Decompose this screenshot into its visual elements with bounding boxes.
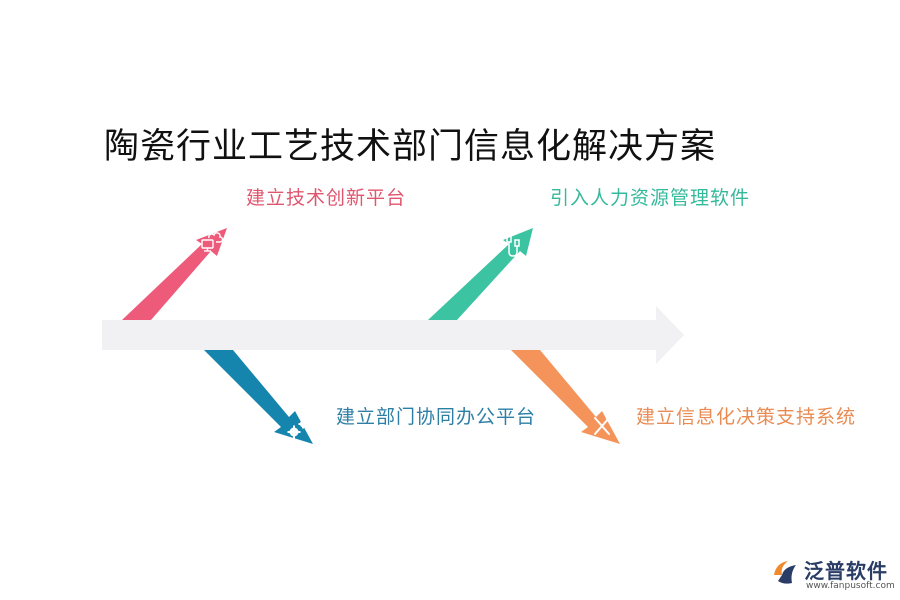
branch-label-decision-support: 建立信息化决策支持系统 <box>636 406 857 428</box>
branch-arrow-technology-innovation <box>122 228 227 320</box>
brand-logo: 泛普软件 www.fanpusoft.com <box>770 553 895 597</box>
brand-mark-icon <box>774 561 796 584</box>
usb-cable-icon <box>506 235 520 257</box>
page-title: 陶瓷行业工艺技术部门信息化解决方案 <box>104 127 717 167</box>
spine-arrow <box>102 306 684 364</box>
cloud-computer-icon <box>201 232 224 252</box>
branch-label-hr-software: 引入人力资源管理软件 <box>550 187 751 209</box>
branch-arrow-decision-support <box>511 350 620 444</box>
branch-label-technology-innovation: 建立技术创新平台 <box>246 187 407 209</box>
branch-arrow-hr-software <box>428 228 533 320</box>
brand-name: 泛普软件 <box>804 559 888 583</box>
tools-icon <box>594 414 613 435</box>
branch-label-collaborative-office: 建立部门协同办公平台 <box>336 406 537 428</box>
brand-url: www.fanpusoft.com <box>806 581 895 591</box>
branch-arrow-collaborative-office <box>204 350 313 444</box>
